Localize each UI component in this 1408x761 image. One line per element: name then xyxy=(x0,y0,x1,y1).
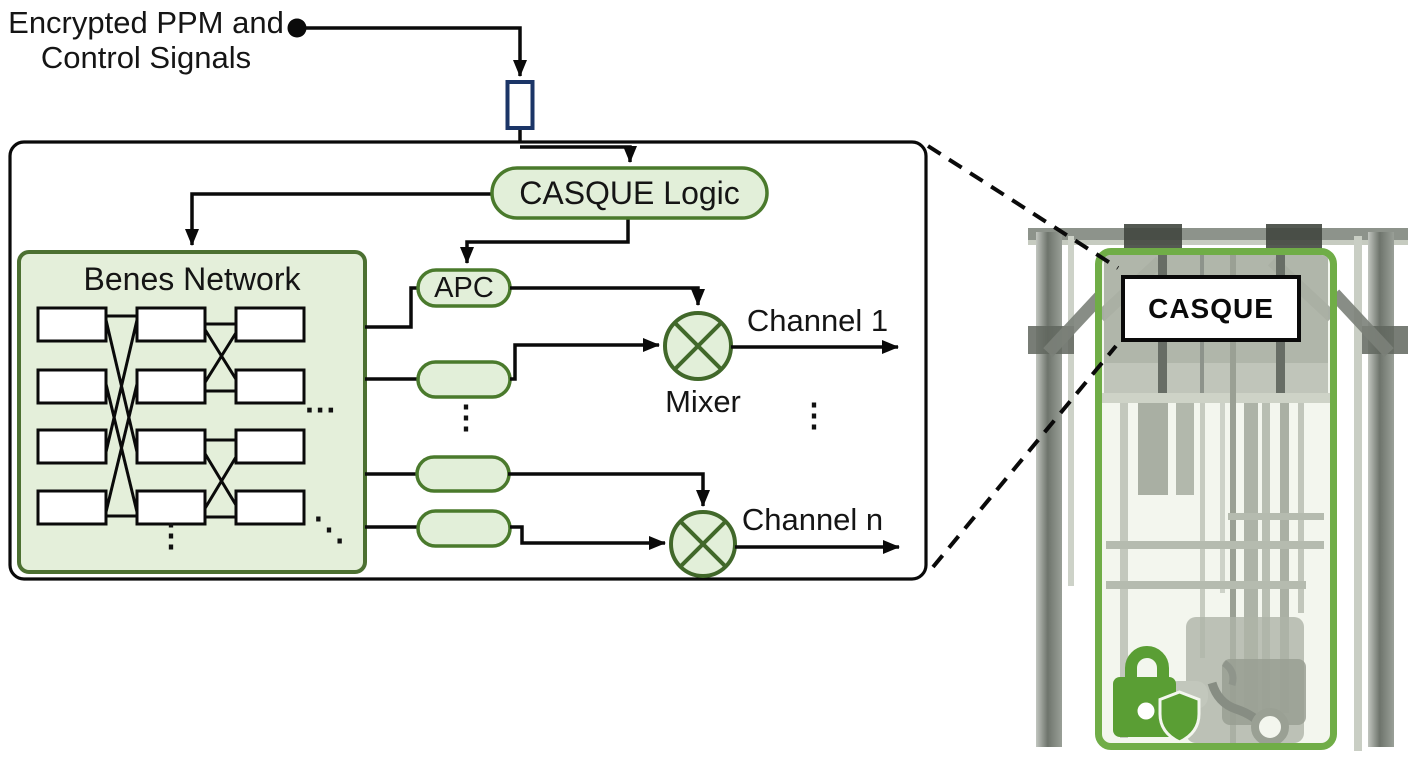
benes-link xyxy=(202,451,241,511)
photo-cryostat-panel-lower xyxy=(1104,363,1328,393)
photo-rod-h xyxy=(1280,403,1289,713)
lock-keyhole xyxy=(1137,702,1155,720)
photo-rod-d xyxy=(1200,403,1205,658)
input-port-symbol xyxy=(505,80,535,130)
benes-link xyxy=(104,319,139,453)
benes-switch xyxy=(36,368,108,405)
channel-n-label: Channel n xyxy=(741,502,884,537)
pipe-stub xyxy=(1221,660,1237,686)
casque-logic-node xyxy=(490,166,769,220)
mod3-to-mixer2-line xyxy=(510,525,666,550)
photo-rod-g xyxy=(1262,403,1270,738)
module-box xyxy=(8,140,928,581)
apc-label: APC xyxy=(434,272,494,304)
benes-switch xyxy=(135,368,207,405)
benes-switch xyxy=(135,489,207,526)
benes-link xyxy=(104,383,139,513)
input-feed-line xyxy=(306,26,527,77)
mod2-to-mixer2-line xyxy=(508,472,710,507)
benes-switch xyxy=(234,306,306,343)
photo-right-inner-rod xyxy=(1354,236,1362,751)
photo-center-rod xyxy=(1230,255,1236,743)
casque-photo-label-box: CASQUE xyxy=(1121,275,1301,342)
callout-dash-bottom xyxy=(931,344,1118,569)
shield-icon xyxy=(1158,690,1201,743)
mixer-label: Mixer xyxy=(665,384,741,419)
benes-switch xyxy=(135,428,207,465)
photo-shelf xyxy=(1102,393,1330,403)
input-signal-label: Encrypted PPM and Control Signals xyxy=(2,5,290,75)
benes-to-apc-line xyxy=(365,286,417,329)
benes-ellipsis-vertical: ⋮ xyxy=(155,517,187,553)
modulator-node-1 xyxy=(416,360,512,399)
modulator-ellipsis: ⋮ xyxy=(450,399,482,435)
photo-left-inner-rod xyxy=(1068,236,1074,586)
logic-to-benes-line xyxy=(185,192,492,246)
benes-network-title: Benes Network xyxy=(83,261,301,297)
photo-rod-e xyxy=(1220,403,1225,593)
photo-beam-block-left xyxy=(1124,224,1182,250)
benes-switch xyxy=(234,428,306,465)
benes-switch xyxy=(36,489,108,526)
mixer-2-cross xyxy=(678,519,728,569)
casque-photo-label: CASQUE xyxy=(1148,292,1274,324)
photo-hbar-3 xyxy=(1106,581,1306,589)
benes-ellipsis-horizontal: ··· xyxy=(305,392,337,428)
callout-dash-top xyxy=(926,144,1120,270)
photo-detail-svg xyxy=(1113,646,1289,743)
photo-rod-i xyxy=(1298,403,1304,613)
input-node-dot xyxy=(287,18,307,38)
benes-switch xyxy=(234,489,306,526)
photo-hbar-2 xyxy=(1106,541,1324,549)
input-signal-label-line2: Control Signals xyxy=(40,39,252,75)
channel-1-label: Channel 1 xyxy=(746,303,889,338)
photo-hbar-1 xyxy=(1228,513,1324,520)
flange-circle xyxy=(1251,708,1289,743)
photo-top-beam-shadow xyxy=(1028,240,1408,245)
benes-switch xyxy=(135,306,207,343)
photo-rod-b xyxy=(1138,403,1168,495)
benes-switch xyxy=(36,306,108,343)
benes-ellipsis-diagonal: ⋱ xyxy=(313,511,345,547)
photo-beam-block-right xyxy=(1266,224,1322,250)
modulator-node-3 xyxy=(416,509,512,548)
logic-to-apc-line xyxy=(460,218,630,264)
photo-right-post xyxy=(1368,232,1394,747)
input-signal-label-line1: Encrypted PPM and xyxy=(8,5,284,40)
benes-switch xyxy=(234,368,306,405)
mixer-1-cross xyxy=(673,321,723,371)
signal-into-logic-line xyxy=(520,145,637,163)
experiment-photo: CASQUE xyxy=(1028,224,1408,751)
channel-ellipsis: ⋮ xyxy=(798,397,830,433)
modulator-node-2 xyxy=(415,455,511,493)
benes-link xyxy=(202,327,241,385)
casque-logic-label: CASQUE Logic xyxy=(519,175,740,211)
photo-rod-a xyxy=(1120,403,1128,738)
lock-shackle-icon xyxy=(1125,646,1169,679)
photo-left-post xyxy=(1036,232,1062,747)
mod1-to-mixer1-line xyxy=(510,338,660,381)
apc-to-mixer1-line xyxy=(510,286,705,306)
benes-switch xyxy=(36,428,108,465)
photo-rod-c xyxy=(1176,403,1194,495)
